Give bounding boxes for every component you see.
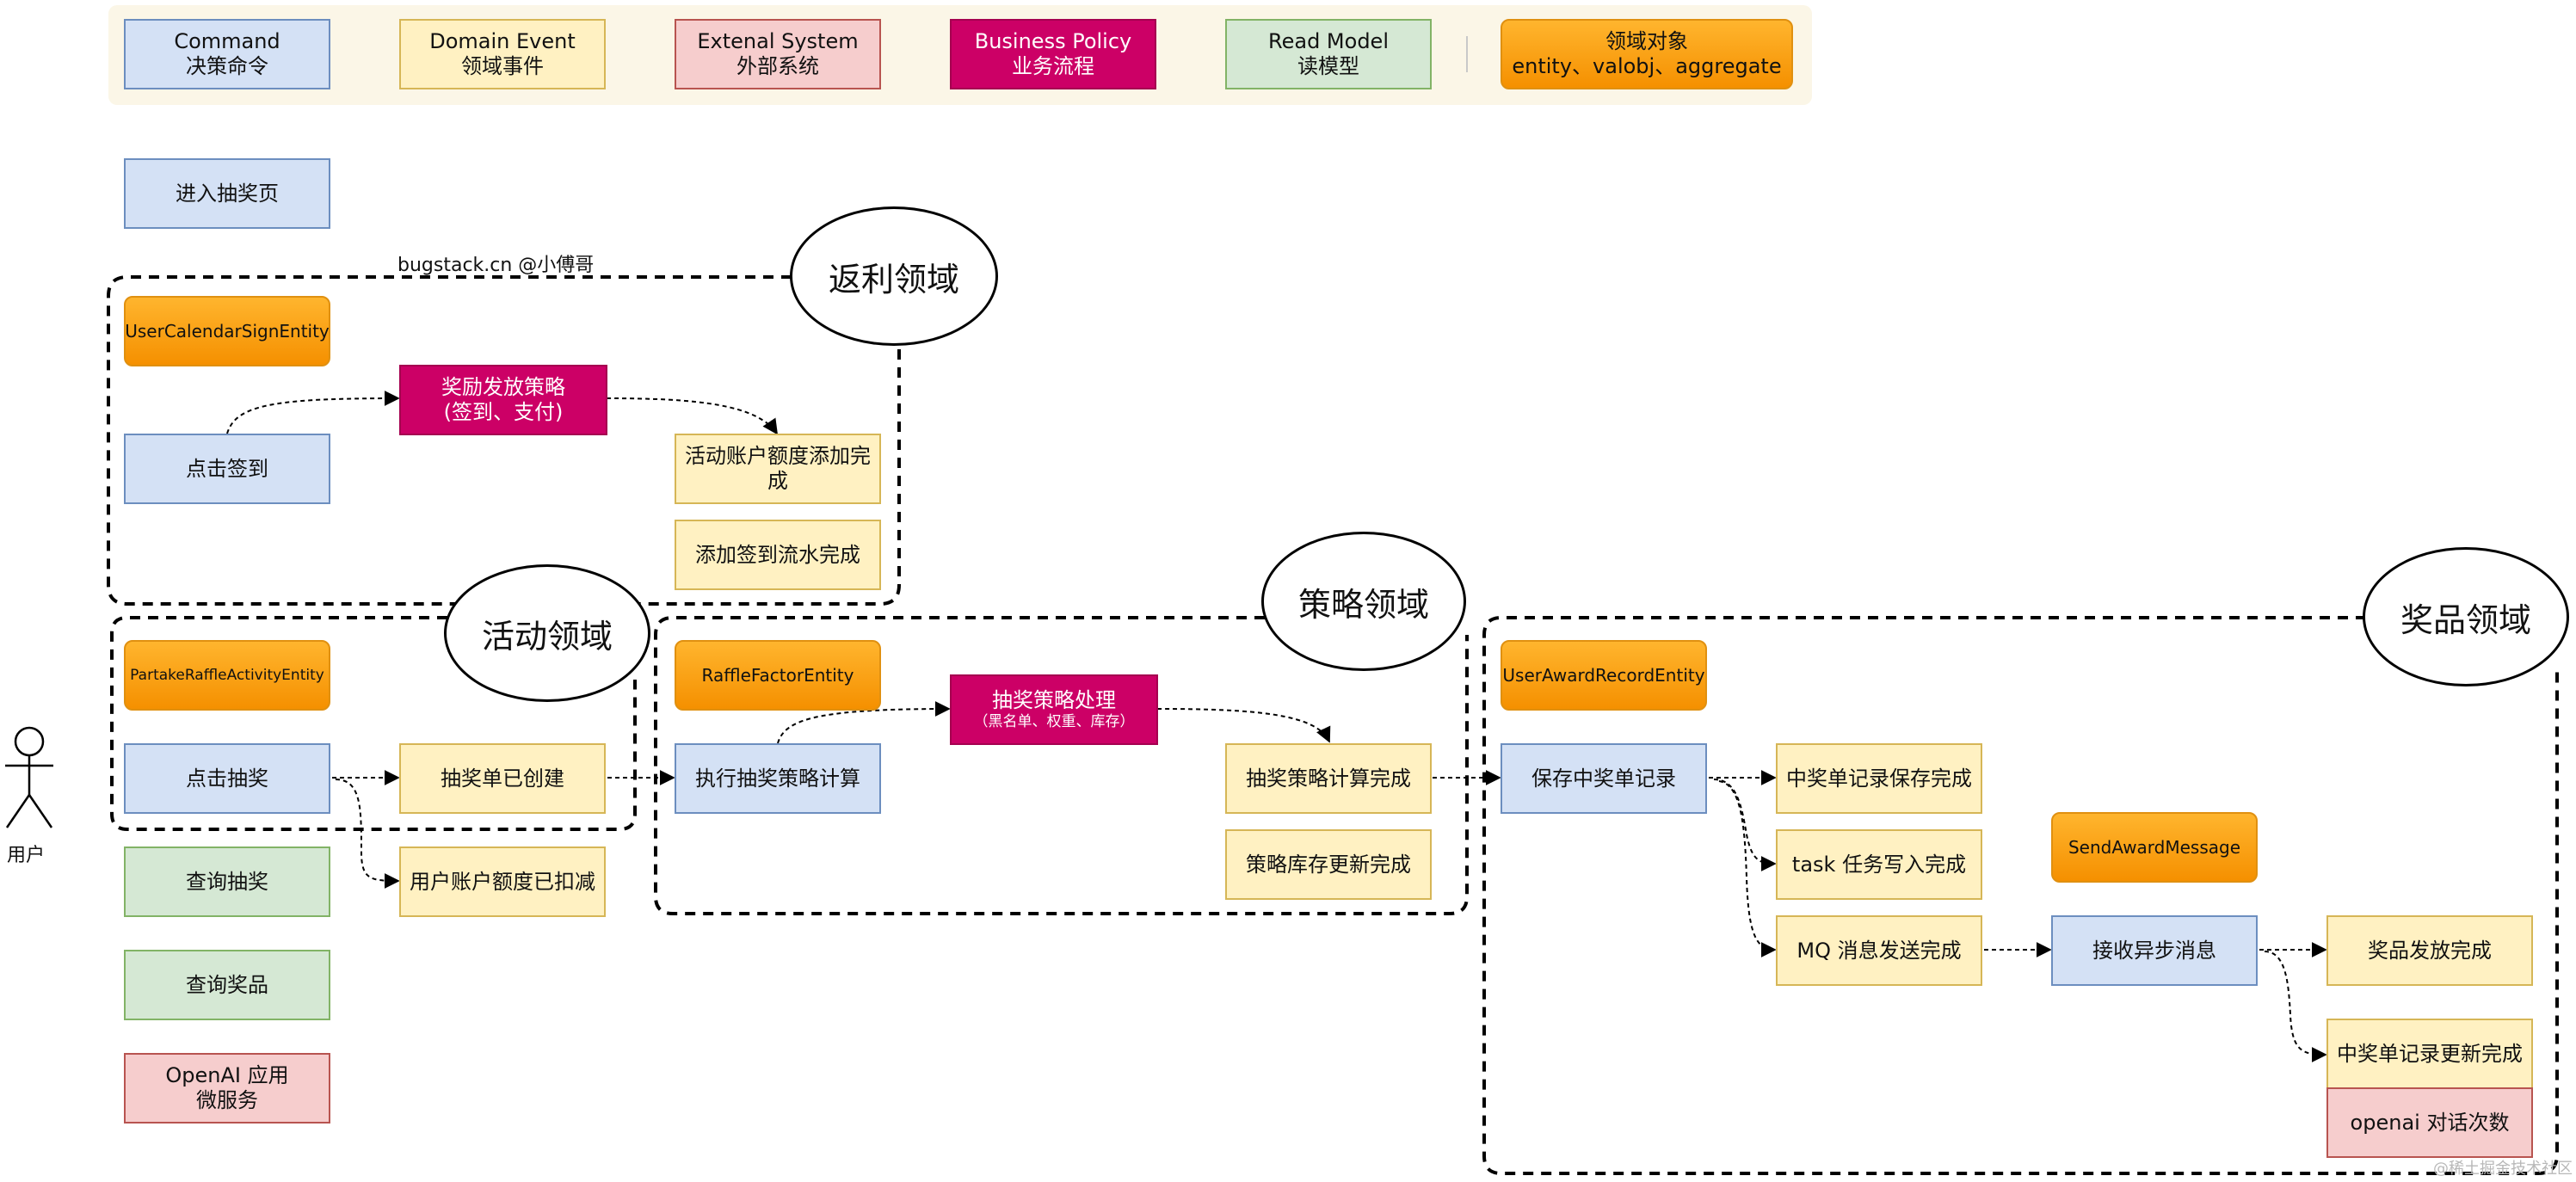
openai-count-external-system: openai 对话次数 (2326, 1087, 2533, 1158)
activity-domain-label: 活动领域 (444, 564, 650, 702)
legend-read-model: Read Model 读模型 (1225, 19, 1432, 89)
strategy-domain-label: 策略领域 (1261, 532, 1466, 671)
task-written-event: task 任务写入完成 (1776, 829, 1982, 900)
legend-domain-object: 领域对象 entity、valobj、aggregate (1501, 19, 1793, 89)
openai-external-system-line1: OpenAI 应用 (165, 1063, 289, 1088)
enter-raffle-page-command: 进入抽奖页 (124, 158, 330, 229)
query-raffle-read-model: 查询抽奖 (124, 846, 330, 917)
sign-flow-added-event: 添加签到流水完成 (675, 520, 881, 590)
legend-external-system-en: Extenal System (697, 29, 859, 54)
flow-sign-to-rebate-policy (226, 391, 400, 434)
account-quota-added-line1: 活动账户额度添加完 (685, 444, 871, 469)
user-calendar-sign-entity: UserCalendarSignEntity (124, 296, 330, 366)
legend-external-system-zh: 外部系统 (736, 54, 819, 78)
award-domain-boundary (1482, 616, 2559, 1175)
account-quota-added-event: 活动账户额度添加完 成 (675, 434, 881, 504)
rebate-policy: 奖励发放策略 (签到、支付) (399, 365, 607, 435)
legend-domain-event: Domain Event 领域事件 (399, 19, 606, 89)
stock-updated-event: 策略库存更新完成 (1225, 829, 1432, 900)
receive-async-message-command: 接收异步消息 (2051, 915, 2258, 986)
legend-domain-event-zh: 领域事件 (461, 54, 544, 78)
activity-domain-boundary (110, 616, 637, 831)
award-sent-event: 奖品发放完成 (2326, 915, 2533, 986)
legend-domain-object-zh: 领域对象 (1605, 29, 1688, 54)
flow-rebate-policy-to-quota-added (606, 397, 779, 435)
legend-command: Command 决策命令 (124, 19, 330, 89)
author-caption: bugstack.cn @小傅哥 (397, 255, 595, 276)
openai-external-system: OpenAI 应用 微服务 (124, 1053, 330, 1124)
flow-save-record-to-mq-sent (1718, 780, 1777, 957)
flow-exec-strategy-to-strategy-policy (777, 701, 951, 744)
strategy-policy-note: （黑名单、权重、库存） (973, 713, 1135, 731)
send-award-message-entity: SendAwardMessage (2051, 812, 2258, 883)
strategy-done-event: 抽奖策略计算完成 (1225, 743, 1432, 814)
legend-domain-object-en: entity、valobj、aggregate (1512, 54, 1782, 78)
watermark: @稀土掘金技术社区 (2433, 1160, 2573, 1178)
award-record-updated-event: 中奖单记录更新完成 (2326, 1019, 2533, 1089)
legend-business-policy-zh: 业务流程 (1012, 54, 1094, 78)
legend-read-model-zh: 读模型 (1297, 54, 1359, 78)
raffle-factor-entity: RaffleFactorEntity (675, 640, 881, 711)
legend-business-policy: Business Policy 业务流程 (950, 19, 1156, 89)
rebate-domain-boundary (107, 275, 901, 606)
rebate-policy-title: 奖励发放策略 (441, 375, 565, 400)
flow-strategy-policy-to-strategy-done (1156, 708, 1331, 743)
save-award-record-command: 保存中奖单记录 (1501, 743, 1707, 814)
user-award-record-entity: UserAwardRecordEntity (1501, 640, 1707, 711)
exec-strategy-command: 执行抽奖策略计算 (675, 743, 881, 814)
openai-external-system-line2: 微服务 (196, 1088, 258, 1112)
strategy-domain-boundary (654, 616, 1469, 915)
user-actor-label: 用户 (7, 845, 46, 866)
legend-business-policy-en: Business Policy (974, 29, 1132, 54)
click-raffle-command: 点击抽奖 (124, 743, 330, 814)
legend-command-zh: 决策命令 (186, 54, 268, 78)
award-domain-label: 奖品领域 (2363, 547, 2569, 686)
rebate-domain-label: 返利领域 (790, 206, 998, 346)
mq-sent-event: MQ 消息发送完成 (1776, 915, 1982, 986)
flow-receive-async-to-record-updated (2264, 951, 2327, 1062)
account-quota-added-line2: 成 (767, 469, 788, 493)
strategy-policy-title: 抽奖策略处理 (992, 688, 1116, 713)
partake-raffle-activity-entity: PartakeRaffleActivityEntity (124, 640, 330, 711)
user-actor-icon (5, 726, 53, 828)
award-record-saved-event: 中奖单记录保存完成 (1776, 743, 1982, 814)
flow-save-record-to-task-written (1713, 779, 1777, 871)
legend-domain-event-en: Domain Event (429, 29, 576, 54)
legend-read-model-en: Read Model (1268, 29, 1389, 54)
flow-click-raffle-to-quota-deducted (335, 779, 400, 889)
legend-external-system: Extenal System 外部系统 (675, 19, 881, 89)
click-sign-command: 点击签到 (124, 434, 330, 504)
query-award-read-model: 查询奖品 (124, 950, 330, 1020)
raffle-order-created-event: 抽奖单已创建 (399, 743, 606, 814)
rebate-policy-note: (签到、支付) (443, 400, 564, 424)
strategy-policy: 抽奖策略处理 （黑名单、权重、库存） (950, 674, 1158, 745)
legend-command-en: Command (174, 29, 280, 54)
quota-deducted-event: 用户账户额度已扣减 (399, 846, 606, 917)
